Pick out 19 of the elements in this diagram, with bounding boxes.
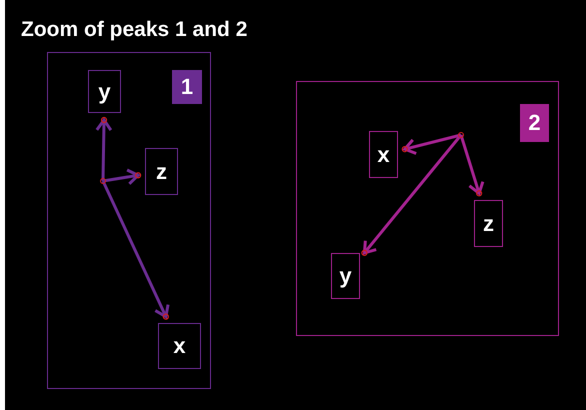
arrow [102, 168, 142, 186]
axis-label: y [331, 253, 360, 299]
axis-label: x [369, 131, 398, 178]
title: Zoom of peaks 1 and 2 [21, 18, 248, 42]
axis-label: y [88, 70, 121, 113]
axis-label: x [158, 323, 201, 369]
origin-point [458, 132, 464, 138]
axis-label: z [145, 148, 178, 195]
arrow [95, 116, 112, 182]
arrow [400, 134, 462, 155]
arrow [360, 134, 462, 257]
peak-number: 1 [172, 70, 202, 104]
arrow [460, 134, 484, 198]
peak-number: 2 [520, 104, 549, 142]
panel-frame [296, 81, 559, 336]
axis-label: z [474, 200, 503, 247]
arrow [102, 180, 170, 321]
origin-point [100, 178, 106, 184]
panel-frame [47, 52, 211, 389]
